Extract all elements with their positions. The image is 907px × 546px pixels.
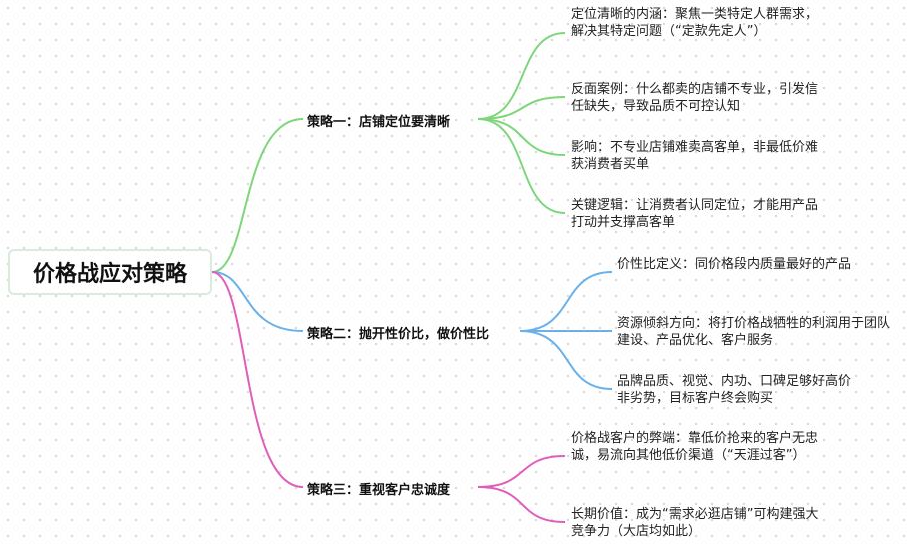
strategy-1-point-1[interactable]: 定位清晰的内涵：聚焦一类特定人群需求，解决其特定问题（“定款先定人”）	[571, 7, 819, 39]
connector-s3-leaf-1	[477, 455, 566, 488]
strategy-2-point-2[interactable]: 资源倾斜方向：将打价格战牺牲的利润用于团队建设、产品优化、客户服务	[617, 316, 891, 348]
connector-root-strategy-2	[211, 271, 304, 332]
strategy-3-topic[interactable]: 策略三：重视客户忠诚度	[305, 478, 453, 499]
strategy-3-point-2[interactable]: 长期价值：成为“需求必逛店铺”可构建强大竞争力（大店均如此）	[571, 507, 819, 539]
strategy-1-point-3[interactable]: 影响：不专业店铺难卖高客单，非最低价难获消费者买单	[571, 140, 819, 172]
connector-s1-leaf-3	[477, 118, 566, 156]
strategy-1-topic[interactable]: 策略一：店铺定位要清晰	[305, 110, 453, 131]
connector-root-strategy-3	[211, 271, 304, 488]
connector-s3-leaf-2	[477, 486, 566, 523]
connector-s1-leaf-4	[477, 118, 566, 214]
strategy-2-topic[interactable]: 策略二：抛开性价比，做价性比	[305, 322, 492, 343]
strategy-1-point-2[interactable]: 反面案例：什么都卖的店铺不专业，引发信任缺失，导致品质不可控认知	[571, 82, 819, 114]
connector-s2-leaf-1	[519, 271, 613, 332]
connector-s1-leaf-1	[477, 32, 566, 120]
strategy-3-point-1[interactable]: 价格战客户的弊端：靠低价抢来的客户无忠诚，易流向其他低价渠道（“天涯过客”）	[571, 431, 819, 463]
strategy-2-point-3[interactable]: 品牌品质、视觉、内功、口碑足够好高价非劣势，目标客户终会购买	[617, 374, 852, 406]
connector-s2-leaf-3	[519, 330, 613, 390]
connector-root-strategy-1	[211, 118, 304, 273]
root-topic[interactable]: 价格战应对策略	[8, 249, 212, 295]
connector-s1-leaf-2	[477, 96, 566, 120]
strategy-1-point-4[interactable]: 关键逻辑：让消费者认同定位，才能用产品打动并支撑高客单	[571, 198, 819, 230]
strategy-2-point-1[interactable]: 价性比定义：同价格段内质量最好的产品	[617, 257, 852, 272]
